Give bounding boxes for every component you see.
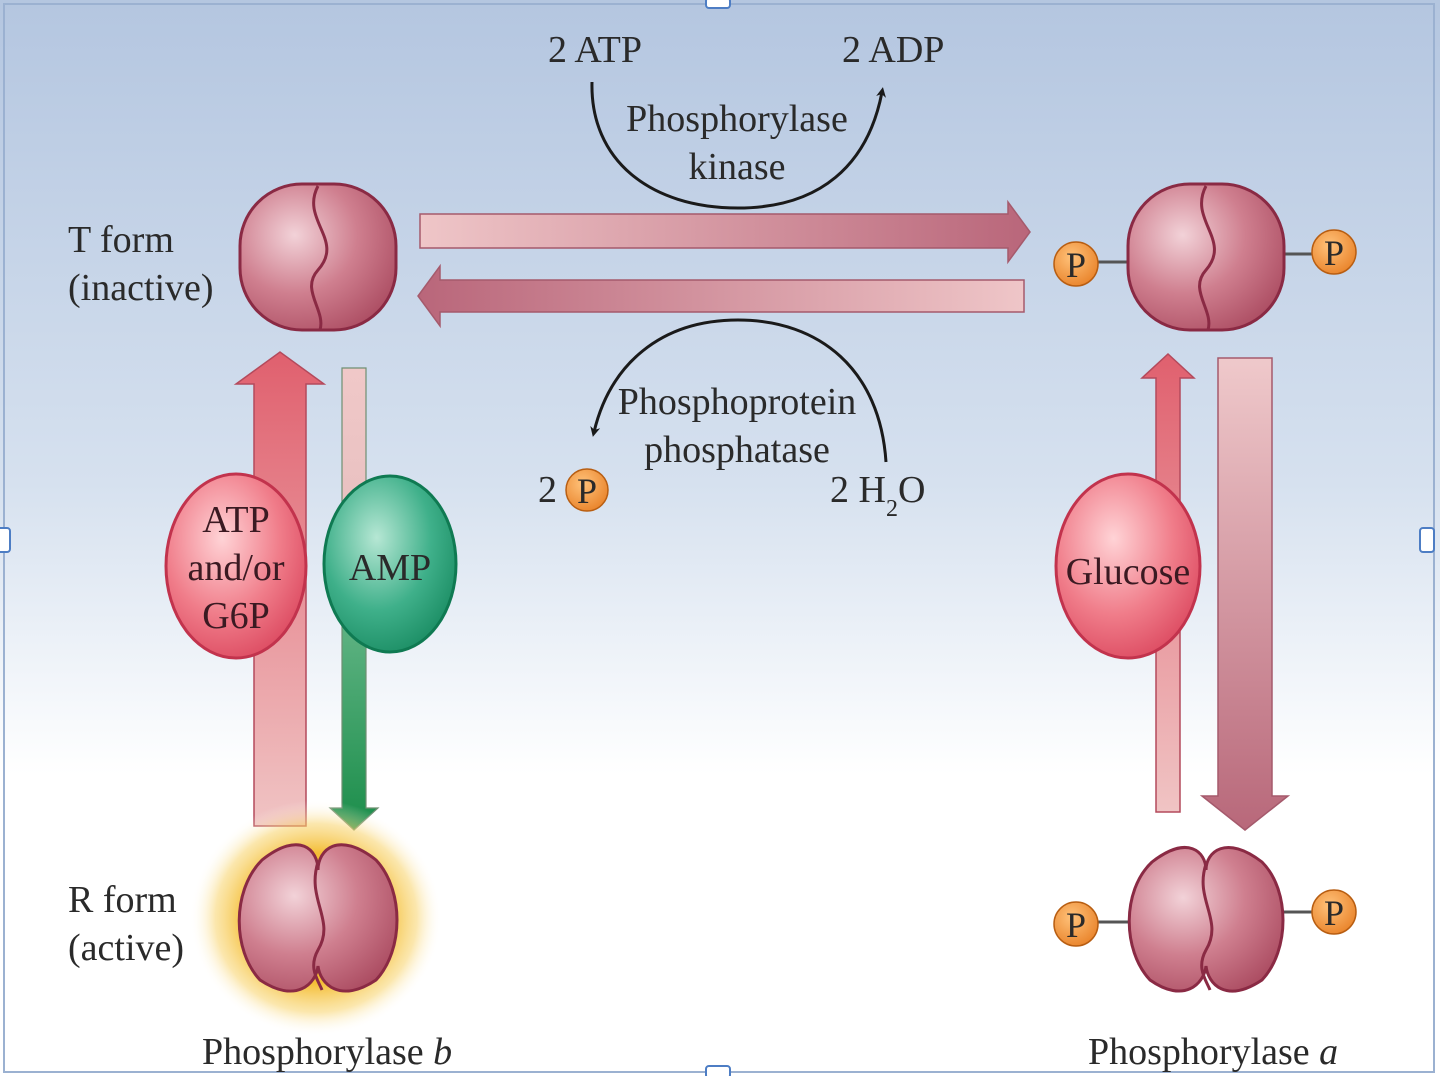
svg-text:P: P (1324, 233, 1344, 273)
inhibitor-oval: ATP and/or G6P (164, 472, 308, 660)
arrow-t-to-r-a (1199, 357, 1291, 831)
r-form-label-line2: (active) (68, 927, 184, 969)
phosphate-a-r-right-icon: P (1311, 889, 1357, 935)
kinase-label-line1: Phosphorylase (626, 98, 848, 140)
arrow-a-to-b (417, 263, 1025, 329)
svg-text:and/or: and/or (187, 547, 284, 589)
glucose-effector-oval: Glucose (1054, 472, 1202, 660)
phosphate-count-label: 2 (538, 469, 557, 511)
kinase-label-line2: kinase (688, 146, 785, 188)
phosphatase-label-line1: Phosphoprotein (618, 381, 857, 423)
arrow-b-to-a (419, 199, 1031, 265)
svg-text:Glucose: Glucose (1066, 551, 1191, 593)
enzyme-a-r-form-icon (1098, 846, 1312, 993)
phosphate-a-t-left-icon: P (1053, 241, 1099, 287)
kinase-curved-arrow (590, 81, 886, 210)
phosphorylase-b-label: Phosphorylase b (202, 1031, 452, 1073)
phosphatase-curved-arrow (590, 318, 888, 463)
svg-text:AMP: AMP (349, 547, 431, 589)
water-label: 2 H2O (830, 469, 925, 522)
resize-handle-left[interactable] (0, 527, 11, 553)
t-form-label-line2: (inactive) (68, 267, 214, 309)
phosphate-a-t-right-icon: P (1311, 229, 1357, 275)
enzyme-b-r-form-icon (237, 843, 399, 993)
resize-handle-top[interactable] (705, 0, 731, 9)
phosphatase-label-line2: phosphatase (644, 429, 830, 471)
enzyme-a-t-form-icon (1098, 182, 1312, 332)
t-form-label-line1: T form (68, 219, 174, 261)
r-form-label-line1: R form (68, 879, 177, 921)
svg-text:ATP: ATP (202, 499, 270, 541)
phosphate-a-r-left-icon: P (1053, 901, 1099, 947)
enzyme-b-t-form-icon (238, 182, 398, 332)
resize-handle-bottom[interactable] (705, 1065, 731, 1076)
svg-text:P: P (1066, 905, 1086, 945)
resize-handle-right[interactable] (1419, 527, 1435, 553)
phosphate-released-icon: P (565, 468, 609, 512)
phosphorylase-a-label: Phosphorylase a (1088, 1031, 1338, 1073)
svg-text:G6P: G6P (202, 595, 270, 637)
svg-text:P: P (1324, 893, 1344, 933)
svg-text:P: P (1066, 245, 1086, 285)
svg-text:P: P (577, 471, 597, 511)
amp-activator-oval: AMP (322, 474, 458, 654)
atp-label: 2 ATP (548, 29, 642, 71)
adp-label: 2 ADP (842, 29, 944, 71)
